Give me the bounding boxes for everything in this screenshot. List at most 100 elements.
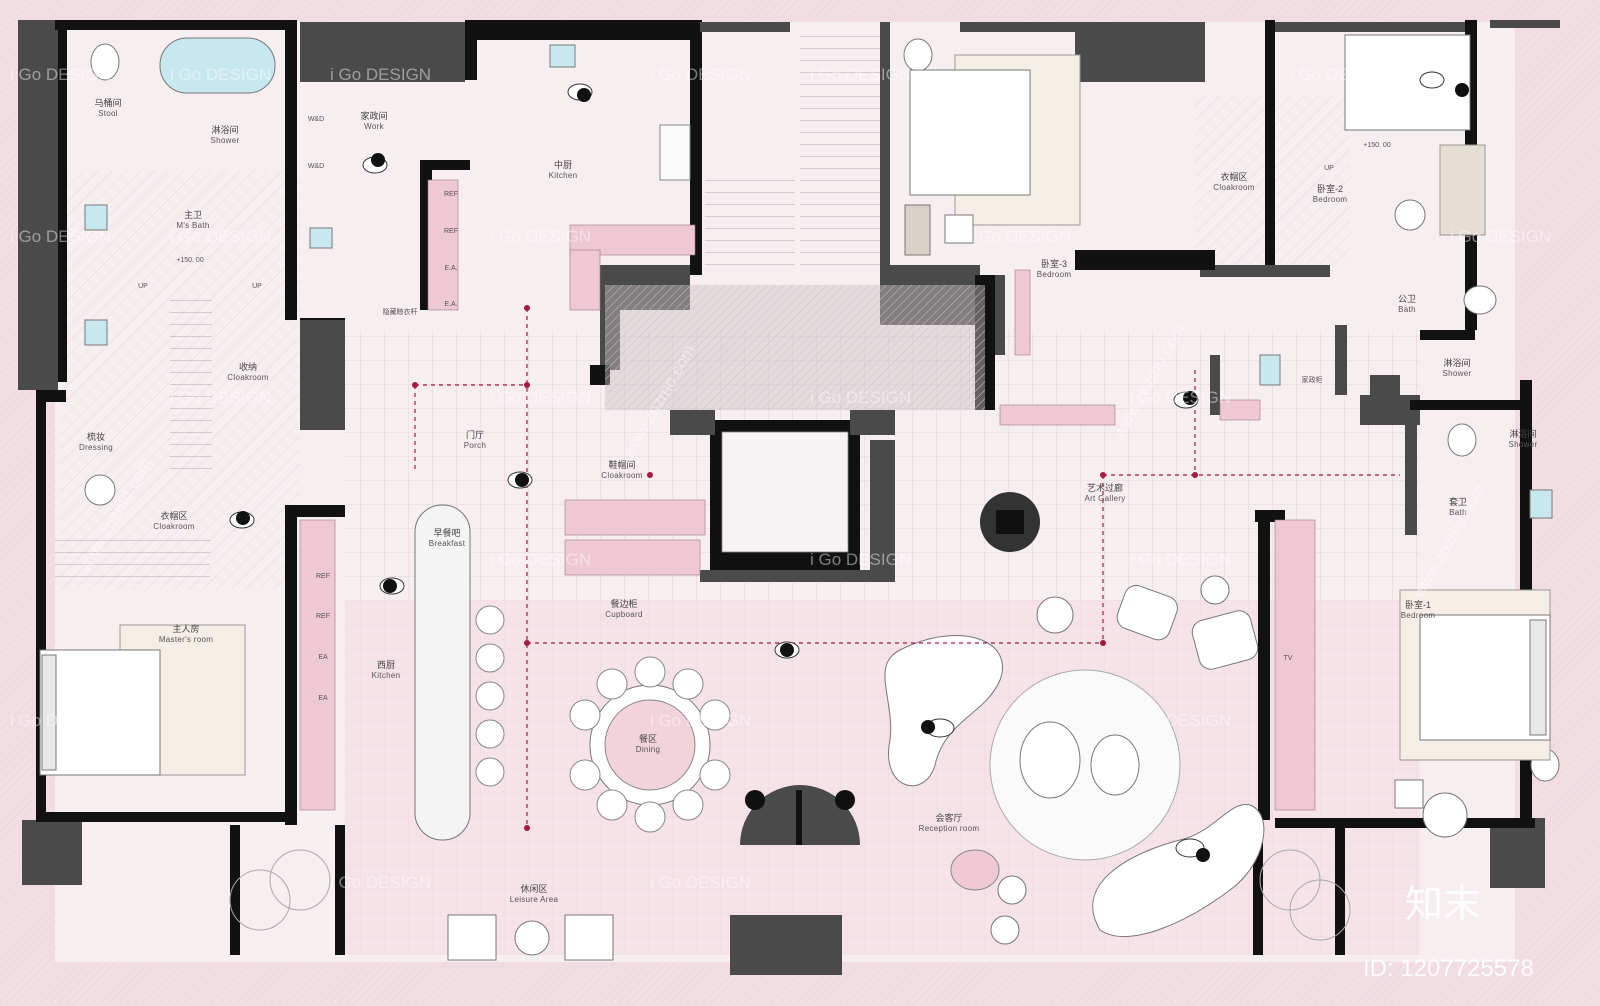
bed-icon bbox=[1344, 34, 1471, 131]
design-watermark: i Go DESIGN bbox=[810, 388, 911, 407]
design-watermark: i Go DESIGN bbox=[170, 65, 271, 84]
room-label-en: Leisure Area bbox=[510, 895, 559, 904]
room-label-zh: 卧室-1 bbox=[1405, 599, 1431, 610]
room-label-en: Shower bbox=[1443, 369, 1472, 378]
room-label-en: Cloakroom bbox=[153, 522, 194, 531]
design-watermark: i Go DESIGN bbox=[170, 227, 271, 246]
room-label-en: Shower bbox=[1509, 440, 1538, 449]
room-label-zh: 淋浴间 bbox=[211, 124, 238, 135]
beds bbox=[39, 34, 1551, 776]
room-labels: 马桶间 Stool 淋浴间 Shower 主卫 M's Bath 收纳 Cloa… bbox=[79, 97, 1537, 904]
design-watermark: i Go DESIGN bbox=[1130, 550, 1231, 569]
room-label-zh: 收纳 bbox=[239, 361, 257, 372]
person-icon bbox=[1173, 391, 1199, 409]
hidden-rack-tag: 隐藏晾衣杆 bbox=[383, 307, 418, 316]
design-watermark: i Go DESIGN bbox=[170, 388, 271, 407]
room-label-zh: 餐边柜 bbox=[610, 598, 637, 609]
design-watermark: i Go DESIGN bbox=[10, 65, 111, 84]
chairs bbox=[84, 124, 1468, 838]
room-label-en: Kitchen bbox=[549, 171, 578, 180]
id-watermark: ID: 1207725578 bbox=[1363, 955, 1534, 982]
room-label-zh: 公卫 bbox=[1398, 294, 1416, 304]
room-label-zh: 家政间 bbox=[360, 110, 387, 121]
room-label-en: Breakfast bbox=[429, 539, 466, 548]
design-watermark: i Go DESIGN bbox=[490, 227, 591, 246]
bed-icon bbox=[1419, 614, 1551, 741]
fixture-tags: W&D W&D REF REF E.A. E.A. REF REF EA EA … bbox=[138, 116, 1391, 702]
design-watermark: i Go DESIGN bbox=[10, 711, 111, 730]
toilet-icon bbox=[90, 43, 120, 81]
room-label-zh: 卧室-2 bbox=[1317, 183, 1343, 194]
design-watermark: i Go DESIGN bbox=[810, 550, 911, 569]
bathtub-icon bbox=[159, 37, 276, 94]
design-watermark: i Go DESIGN bbox=[10, 227, 111, 246]
room-label-zh: 鞋帽间 bbox=[608, 459, 635, 470]
room-label-zh: 套卫 bbox=[1449, 496, 1467, 507]
staircase bbox=[55, 35, 880, 580]
person-icon bbox=[921, 718, 955, 738]
room-label-en: Cloakroom bbox=[601, 471, 642, 480]
ea-tag: E.A. bbox=[444, 265, 457, 272]
person-icon bbox=[362, 153, 388, 174]
bed-icon bbox=[39, 649, 161, 776]
housework-tag: 家政柜 bbox=[1302, 375, 1323, 384]
room-label-en: Stool bbox=[98, 109, 118, 118]
person-icon bbox=[507, 471, 533, 489]
ea-tag: EA bbox=[318, 654, 328, 661]
level-tag: +150. 00 bbox=[1363, 142, 1391, 149]
room-label-zh: 马桶间 bbox=[94, 97, 121, 108]
room-label-en: M's Bath bbox=[176, 221, 209, 230]
room-label-zh: 卧室-3 bbox=[1041, 258, 1067, 269]
room-label-zh: 中厨 bbox=[554, 159, 572, 170]
room-label-zh: 主卫 bbox=[184, 209, 202, 220]
room-label-en: Bedroom bbox=[1313, 195, 1348, 204]
room-label-zh: 西厨 bbox=[377, 660, 395, 670]
room-label-en: Cloakroom bbox=[1213, 183, 1254, 192]
design-watermark: i Go DESIGN bbox=[490, 550, 591, 569]
room-label-en: Shower bbox=[211, 136, 240, 145]
room-label-en: Work bbox=[364, 122, 384, 131]
person-icon bbox=[774, 641, 800, 659]
breakfast-bar bbox=[414, 504, 505, 841]
design-watermark: i Go DESIGN bbox=[810, 65, 911, 84]
toilet-icon bbox=[1447, 423, 1477, 457]
room-label-en: Cloakroom bbox=[227, 373, 268, 382]
person-icon bbox=[229, 511, 255, 529]
room-label-zh: 早餐吧 bbox=[433, 527, 460, 538]
room-label-zh: 餐区 bbox=[639, 733, 657, 744]
tv-tag: TV bbox=[1284, 655, 1293, 662]
room-label-en: Porch bbox=[464, 441, 486, 450]
room-label-en: Master's room bbox=[159, 635, 213, 644]
design-watermark: i Go DESIGN bbox=[330, 873, 431, 892]
leisure-furniture bbox=[229, 849, 1351, 961]
room-label-en: Cupboard bbox=[605, 610, 643, 619]
design-watermark: i Go DESIGN bbox=[650, 873, 751, 892]
design-watermark: i Go DESIGN bbox=[1450, 227, 1551, 246]
design-watermark: i Go DESIGN bbox=[1290, 65, 1391, 84]
design-watermark: i Go DESIGN bbox=[650, 711, 751, 730]
room-label-zh: 衣帽区 bbox=[160, 510, 187, 521]
sofa-icon bbox=[1092, 804, 1265, 937]
room-label-en: Bedroom bbox=[1401, 611, 1436, 620]
brand-watermark: 知末 bbox=[1405, 884, 1481, 926]
up-tag: UP bbox=[1324, 165, 1334, 172]
up-tag: UP bbox=[138, 283, 148, 290]
room-label-zh: 休闲区 bbox=[520, 883, 547, 894]
design-watermark: i Go DESIGN bbox=[970, 227, 1071, 246]
person-icon bbox=[379, 577, 405, 595]
bath-fixtures bbox=[84, 37, 1560, 782]
room-label-zh: 艺术过廊 bbox=[1087, 482, 1123, 493]
room-label-zh: 梳妆 bbox=[87, 431, 105, 442]
ea-tag: EA bbox=[318, 695, 328, 702]
bed-icon bbox=[909, 69, 1031, 196]
cabinets bbox=[299, 179, 1316, 811]
room-label-zh: 主人房 bbox=[172, 623, 199, 634]
person-icon bbox=[567, 83, 593, 102]
room-label-zh: 淋浴间 bbox=[1509, 428, 1536, 439]
ref-tag: REF bbox=[316, 573, 330, 580]
design-watermark: i Go DESIGN bbox=[490, 388, 591, 407]
ea-tag: E.A. bbox=[444, 301, 457, 308]
people bbox=[229, 71, 1469, 862]
design-watermark: i Go DESIGN bbox=[650, 65, 751, 84]
